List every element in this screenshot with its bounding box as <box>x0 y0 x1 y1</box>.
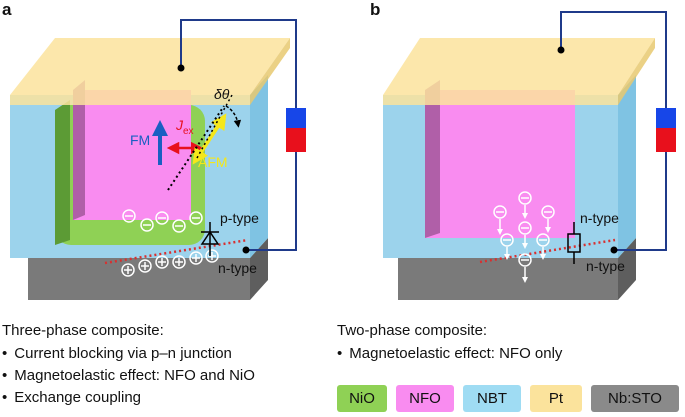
nbsto-side-b <box>618 238 636 300</box>
electrons-a <box>122 209 203 233</box>
delta-theta-label: δθ <box>214 86 230 102</box>
panel-letter-a: a <box>2 0 12 19</box>
n-type-label-b-top: n-type <box>580 210 619 226</box>
caption-a: Three-phase composite: <box>2 322 164 339</box>
wire-top-a <box>180 19 297 108</box>
electrons-b <box>493 191 555 283</box>
nio-shell-side-a <box>55 100 70 245</box>
nbsto-side-a <box>250 238 268 300</box>
legend-nbt: NBT <box>463 385 521 412</box>
delta-theta-arc <box>225 105 242 128</box>
contact-top-a <box>177 64 185 72</box>
jex-label-sub: ex <box>183 125 194 137</box>
legend-pt: Pt <box>530 385 582 412</box>
battery-positive-a <box>286 108 306 128</box>
contact-bottom-b <box>610 246 618 254</box>
bullet-a-1: Current blocking via p–n junction <box>2 343 255 365</box>
bullet-b-1: Magnetoelastic effect: NFO only <box>337 343 562 365</box>
fm-axis-dotted <box>196 94 233 159</box>
battery-negative-a <box>286 128 306 152</box>
contact-top-b <box>557 46 565 54</box>
resistor-symbol <box>567 222 581 264</box>
wire-bottom-b <box>614 152 667 251</box>
nfo-pillar-side-b <box>425 80 440 238</box>
panel-letter-b: b <box>370 0 381 19</box>
pt-front-b <box>383 95 618 105</box>
pt-top-b <box>383 38 655 95</box>
pt-front-a <box>10 95 250 105</box>
circuit-b <box>557 11 676 254</box>
p-type-label: p-type <box>220 210 259 226</box>
caption-b: Two-phase composite: <box>337 322 488 339</box>
wire-bottom-a <box>246 152 297 251</box>
holes-a <box>121 249 219 277</box>
pt-side-a <box>250 38 290 105</box>
circuit-a <box>177 19 306 254</box>
fm-label: FM <box>130 132 151 148</box>
n-type-label-b-bottom: n-type <box>586 258 625 274</box>
n-type-label-a: n-type <box>218 260 257 276</box>
afm-axis-dotted <box>167 105 225 191</box>
legend-nio: NiO <box>337 385 387 412</box>
nfo-pillar-b <box>425 90 575 238</box>
bullets-b: Magnetoelastic effect: NFO only <box>337 343 562 365</box>
magnetic-arrows-a <box>152 94 242 191</box>
nbt-side-a <box>250 75 268 258</box>
nfo-pillar-a <box>73 90 191 220</box>
afm-arrow <box>192 113 227 165</box>
jex-label: Jex <box>176 117 194 137</box>
material-legend: NiO NFO NBT Pt Nb:STO <box>337 385 679 412</box>
interface-line-a <box>104 238 249 265</box>
bullet-a-3: Exchange coupling <box>2 387 255 409</box>
wire-top-b <box>560 11 667 108</box>
jex-label-main: J <box>176 117 183 133</box>
afm-label: AFM <box>198 154 228 170</box>
charges-a <box>121 209 219 277</box>
pt-top-a <box>10 38 290 95</box>
nbsto-front-b <box>398 258 618 300</box>
pt-side-b <box>618 38 655 105</box>
contact-bottom-a <box>242 246 250 254</box>
legend-nbsto: Nb:STO <box>591 385 679 412</box>
bullet-a-2: Magnetoelastic effect: NFO and NiO <box>2 365 255 387</box>
battery-negative-b <box>656 128 676 152</box>
nbt-side-b <box>618 75 636 258</box>
legend-nfo: NFO <box>396 385 454 412</box>
nfo-pillar-side-a <box>73 80 85 220</box>
diode-symbol <box>200 222 220 256</box>
battery-positive-b <box>656 108 676 128</box>
bullets-a: Current blocking via p–n junction Magnet… <box>2 343 255 409</box>
